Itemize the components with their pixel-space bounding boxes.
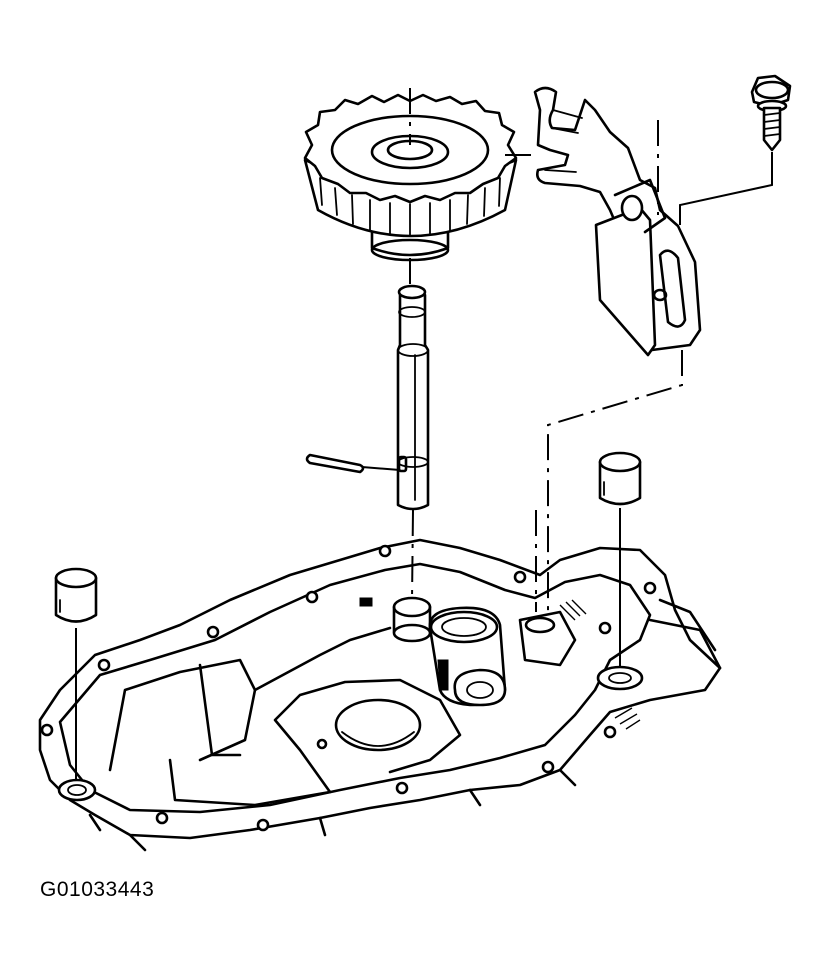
case-half (38, 538, 722, 852)
assembly-centerlines (409, 88, 683, 615)
speed-sensor-bracket (533, 86, 702, 357)
bracket-bolt (679, 74, 792, 225)
drive-gear (303, 93, 518, 262)
retaining-pin (305, 453, 401, 474)
flange-bolt-holes (40, 544, 657, 832)
gear-shaft (396, 284, 430, 511)
figure-code: G01033443 (40, 878, 155, 901)
dowel-pin-right (598, 451, 642, 668)
dowel-pin-left (54, 567, 98, 780)
